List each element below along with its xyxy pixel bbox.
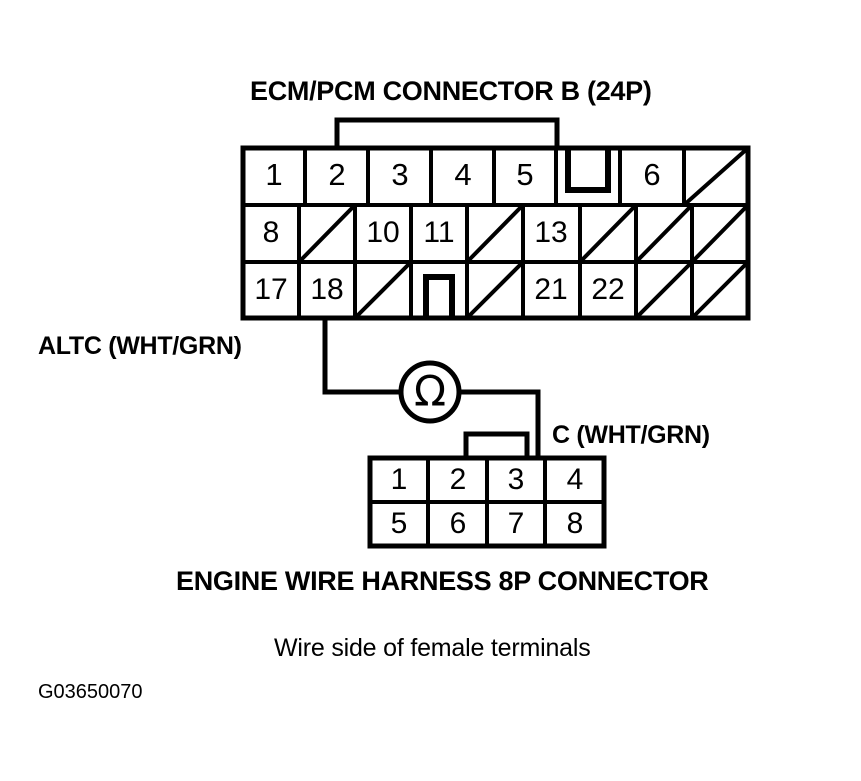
harness-locking-tab <box>463 431 530 458</box>
harness-connector-title: ENGINE WIRE HARNESS 8P CONNECTOR <box>176 566 709 596</box>
ecm-row-2-dividers <box>297 205 694 262</box>
ecm-pin-5: 5 <box>516 157 533 192</box>
harness-pin-8: 8 <box>567 507 584 540</box>
harness-pin-1: 1 <box>391 463 408 496</box>
ecm-connector-title: ECM/PCM CONNECTOR B (24P) <box>250 76 652 106</box>
wire-side-caption: Wire side of female terminals <box>274 634 591 662</box>
ecm-row-2-blank-diagonals <box>297 203 750 264</box>
ecm-row-3-dividers <box>297 262 694 318</box>
ecm-row-1-dividers <box>303 148 686 205</box>
ecm-pin-1: 1 <box>265 157 282 192</box>
ecm-pin-11: 11 <box>423 216 454 249</box>
harness-pin-3: 3 <box>508 463 525 496</box>
wire-meter-to-harness <box>459 389 541 458</box>
ecm-blank-diagonal <box>682 146 750 207</box>
ecm-pin-8: 8 <box>263 216 280 249</box>
ecm-pin-21: 21 <box>534 273 567 306</box>
harness-pin-7: 7 <box>508 507 525 540</box>
wire-ecm-to-meter <box>322 318 402 395</box>
harness-pin-2: 2 <box>450 463 467 496</box>
ecm-pin-17: 17 <box>254 273 287 306</box>
ecm-pin-13: 13 <box>534 216 567 249</box>
ecm-row-3-blank-diagonals <box>353 260 750 320</box>
harness-pin-4: 4 <box>567 463 584 496</box>
harness-connector-graphic: 1 2 3 4 5 6 7 8 <box>367 431 607 549</box>
harness-pin-5: 5 <box>391 507 408 540</box>
ecm-pin-3: 3 <box>391 157 408 192</box>
ohmmeter-symbol: Ω <box>398 360 462 424</box>
ecm-row-1-notch <box>565 148 611 193</box>
altc-wire-label: ALTC (WHT/GRN) <box>38 332 242 360</box>
ecm-pin-6: 6 <box>643 157 660 192</box>
ecm-pin-10: 10 <box>366 216 399 249</box>
c-wire-label: C (WHT/GRN) <box>552 421 710 449</box>
harness-pin-6: 6 <box>450 507 467 540</box>
ecm-pin-4: 4 <box>454 157 471 192</box>
ecm-row-3-notch <box>423 274 455 318</box>
ecm-pin-2: 2 <box>328 157 345 192</box>
ecm-connector-graphic: 1 2 3 4 5 6 <box>240 117 751 321</box>
figure-code: G03650070 <box>38 681 143 703</box>
test-lead-wires <box>322 318 541 458</box>
ecm-locking-tab <box>334 117 560 148</box>
ecm-pin-18: 18 <box>310 273 343 306</box>
ohmmeter-circle <box>398 360 462 424</box>
harness-column-dividers <box>426 458 547 546</box>
ecm-pin-22: 22 <box>591 273 624 306</box>
omega-icon: Ω <box>414 367 446 416</box>
